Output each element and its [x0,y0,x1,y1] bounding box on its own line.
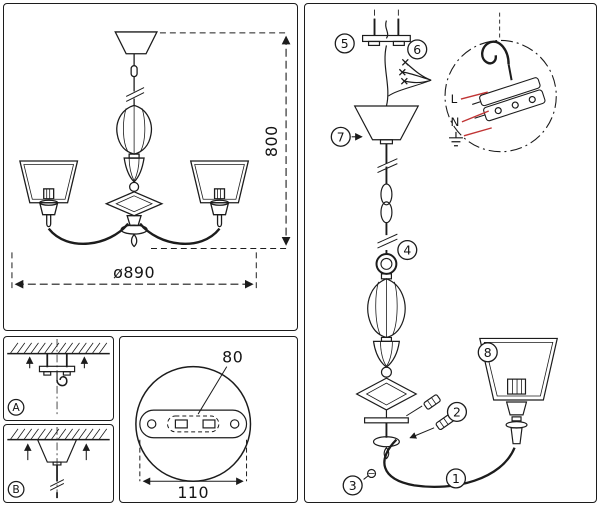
badge-b-circle [7,480,25,498]
panel-assembly: 5 6 7 4 8 2 3 1 L N [304,3,597,503]
mains-wire [384,20,389,107]
candle-socket [505,401,528,445]
mounting-bracket [38,353,76,376]
candle-cup-right [209,199,230,228]
mounting-plate [139,409,248,439]
chandelier-front-view: 800 ø890 [11,31,291,291]
canopy [114,31,159,92]
rod-break-symbol [125,87,145,106]
screw-cap [363,468,377,480]
step-badge-2 [446,401,468,422]
step-badge-5 [334,33,355,54]
step-4-label: 4 [403,242,411,257]
step-7-label: 7 [337,129,345,144]
glass-baluster [104,104,164,217]
lamp-arm [383,438,516,489]
terminal-block [472,77,546,122]
connector-ring [375,253,398,275]
mount-a-drawing: A [7,338,110,416]
ceiling-hook [481,12,513,81]
arm-left [47,222,130,246]
dim-diameter [11,252,257,291]
shade-right [189,160,250,204]
slot-dim-label: 80 [222,348,243,367]
badge-a-circle [7,398,25,416]
panel-mount-a: A [3,336,114,421]
ceiling-hatch [7,342,110,355]
hanging-hook [56,371,68,387]
shade [479,337,559,401]
step-6-label: 6 [413,42,421,57]
suspension-chain [377,143,398,254]
step-badge-6 [407,39,428,60]
diameter-dim-label: ø890 [113,263,155,282]
wiring-detail [444,12,557,153]
shade-left [19,160,79,204]
badge-a-label: A [12,401,20,414]
center-hub [120,215,148,248]
hub-assembly [363,409,409,460]
assembly-exploded-view: 5 6 7 4 8 2 3 1 L N [330,9,559,496]
ceiling-hatch [7,428,110,441]
step-3-label: 3 [349,478,357,493]
step-badge-1 [445,468,467,489]
dim-height [150,32,291,249]
detail-circle [135,365,252,482]
live-wire-label: L [451,92,458,106]
step-badge-8 [477,342,498,363]
height-dim-label: 800 [262,125,281,157]
step-badge-3 [342,475,363,496]
step-5-label: 5 [341,36,349,51]
panel-mount-b: B [3,424,114,503]
panel-plate-detail: 80 110 [119,336,298,503]
fastener-parts [406,394,455,438]
rod-with-break [49,464,65,499]
step-badge-7 [330,126,351,147]
candle-cup-left [38,199,59,228]
canopy [353,105,420,145]
step-2-label: 2 [453,404,461,419]
terminal-leader-marks [460,91,492,137]
step-badge-4 [397,239,418,261]
ceiling-bracket [362,9,411,47]
leader-line-80 [197,366,228,415]
width-dim-label: 110 [177,483,209,502]
badge-b-label: B [12,483,19,496]
mounting-plate-detail: 80 110 [135,348,252,502]
mount-b-drawing: B [7,426,110,499]
step-8-label: 8 [484,345,492,360]
glass-baluster [355,273,418,411]
arm-right [139,222,221,246]
panel-overview: 800 ø890 [3,3,298,331]
dim-110 [139,439,248,486]
step-1-label: 1 [452,471,460,486]
wire-connectors [388,58,432,97]
earth-symbol [449,131,463,147]
neutral-wire-label: N [451,115,460,129]
